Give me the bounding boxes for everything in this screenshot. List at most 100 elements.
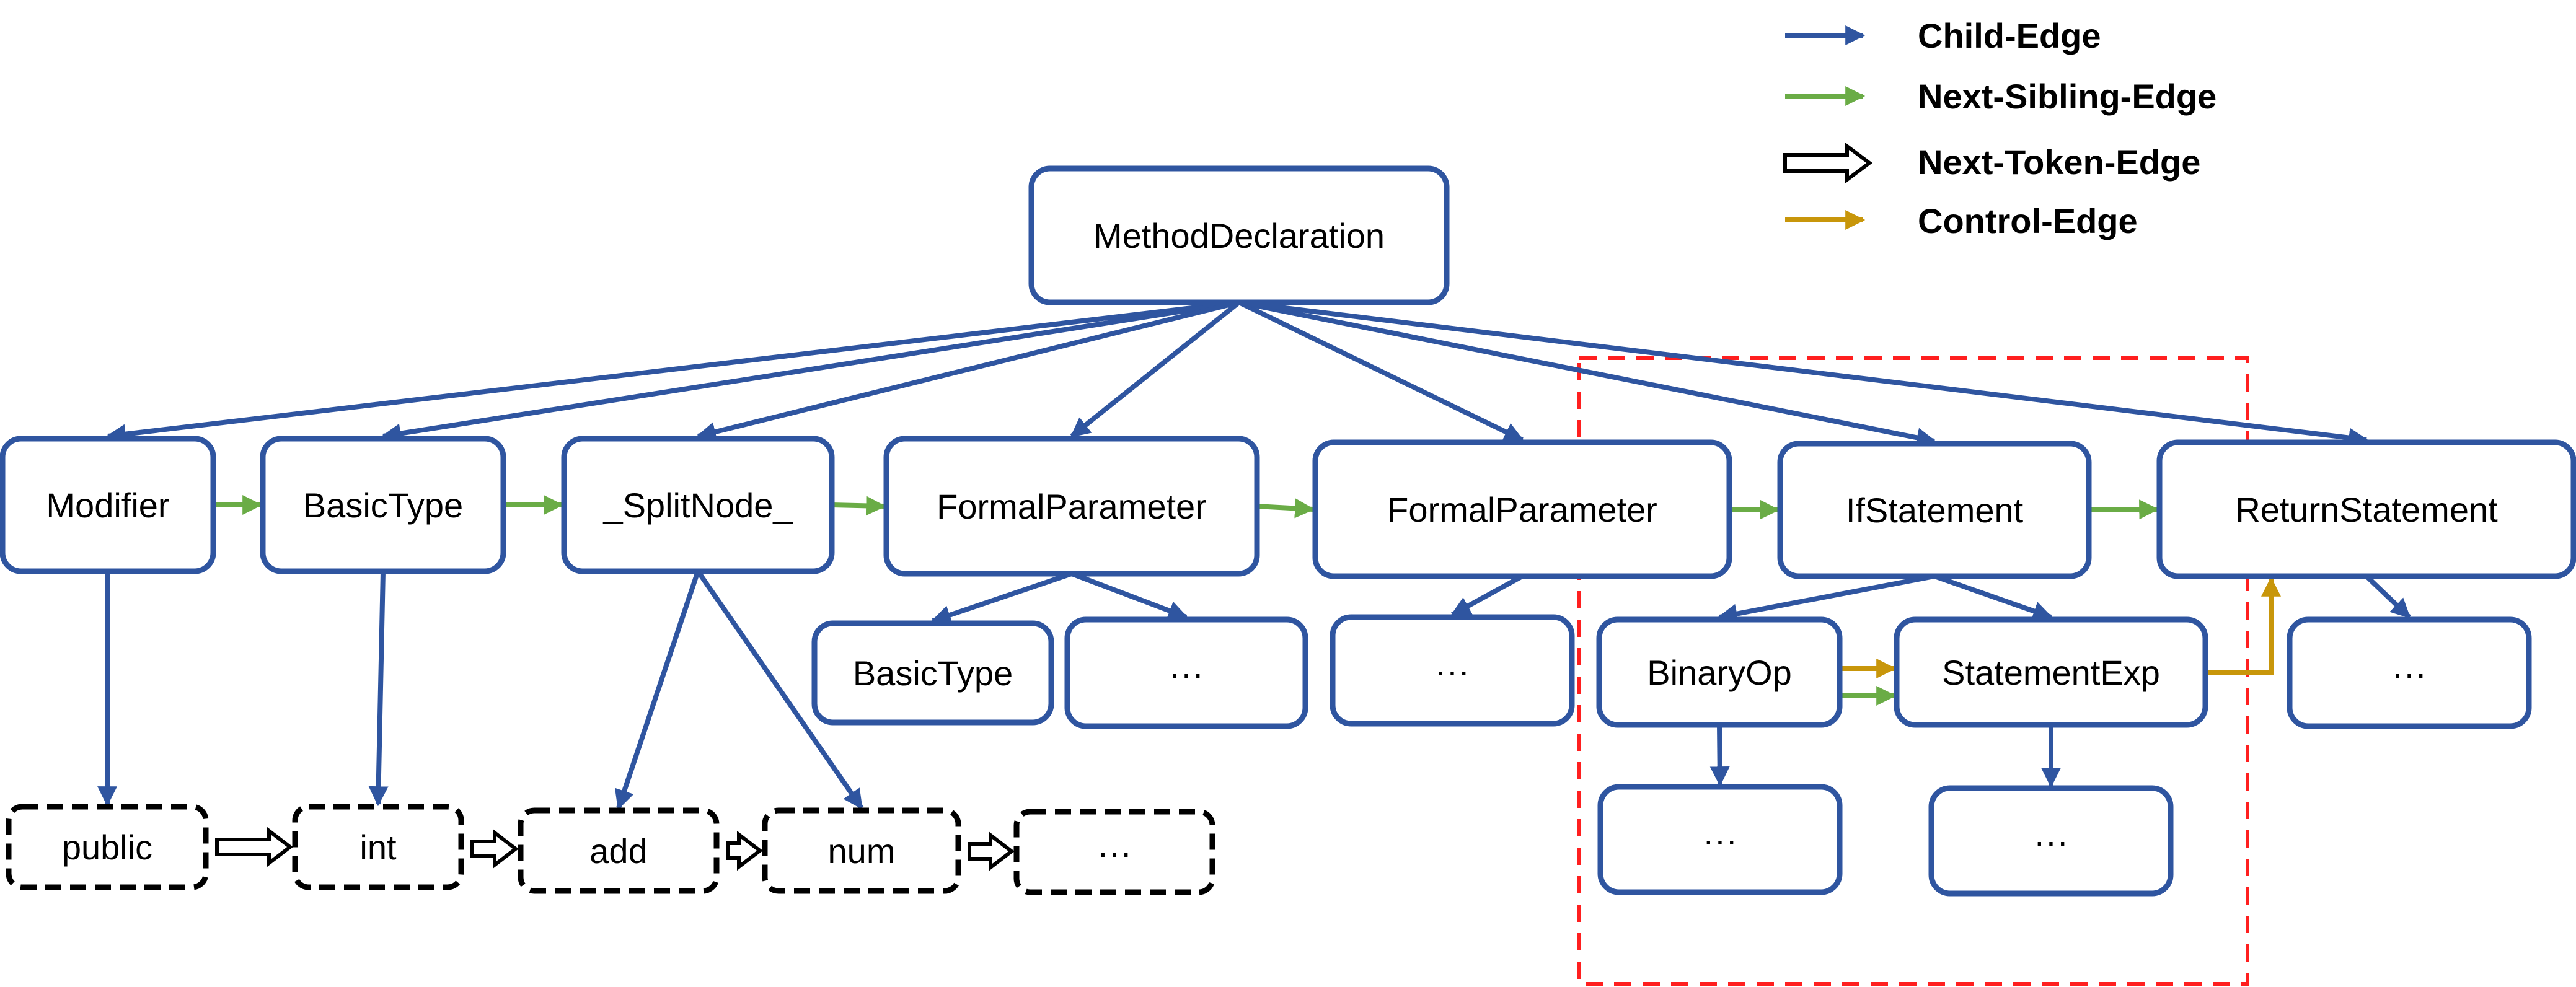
- ast-node-return-statement: ReturnStatement: [2156, 439, 2576, 579]
- next-token-edge: [470, 828, 519, 869]
- node-label: ···: [1703, 820, 1737, 859]
- next-token-edge: [215, 827, 293, 867]
- ast-node-split-node: _SplitNode_: [561, 436, 835, 574]
- next-sibling-edge: [2088, 499, 2159, 520]
- next-sibling-edge: [1256, 498, 1315, 519]
- legend-label: Next-Token-Edge: [1918, 143, 2200, 182]
- node-label: BasicType: [853, 654, 1013, 693]
- node-box: [811, 620, 1054, 726]
- next-sibling-edge: [1729, 499, 1780, 520]
- child-edge: [1070, 571, 1188, 620]
- token-node-token-public: public: [6, 804, 209, 890]
- node-box: [1064, 616, 1308, 729]
- legend: Child-Edge Next-Sibling-Edge Next-Token-…: [1783, 16, 2217, 240]
- ast-node-statement-exp: StatementExp: [1894, 616, 2208, 728]
- child-edge: [614, 570, 700, 810]
- node-label: ···: [2392, 654, 2427, 693]
- child-edge: [1238, 300, 1937, 448]
- node-label: Modifier: [46, 486, 169, 525]
- ast-node-binary-op-ellipsis: ···: [1597, 784, 1843, 895]
- legend-label: Child-Edge: [1918, 16, 2101, 55]
- next-token-edge: [726, 830, 763, 871]
- next-token-edge: [968, 831, 1015, 872]
- legend-item-next-sibling-edge: Next-Sibling-Edge: [1785, 77, 2217, 116]
- ast-node-fp1-ellipsis: ···: [1064, 616, 1308, 729]
- legend-label: Next-Sibling-Edge: [1918, 77, 2217, 116]
- node-label: MethodDeclaration: [1093, 216, 1385, 255]
- child-edge: [1709, 724, 1730, 787]
- edges: [97, 300, 2411, 872]
- token-node-token-ellipsis: ···: [1013, 809, 1215, 895]
- ast-node-if-statement: IfStatement: [1777, 441, 2092, 579]
- node-box: [6, 804, 209, 890]
- ast-node-basic-type: BasicType: [260, 436, 506, 574]
- node-label: num: [828, 831, 896, 871]
- token-node-token-add: add: [518, 807, 720, 894]
- ast-node-binary-op: BinaryOp: [1596, 616, 1843, 728]
- node-box: [1928, 785, 2174, 897]
- ast-node-fp1-basic-type: BasicType: [811, 620, 1054, 726]
- ast-node-modifier: Modifier: [0, 436, 216, 574]
- token-node-token-int: int: [292, 804, 464, 890]
- ast-node-formal-parameter-1: FormalParameter: [883, 436, 1260, 577]
- next-sibling-edge: [831, 496, 886, 516]
- ast-node-statement-exp-ellipsis: ···: [1928, 785, 2174, 897]
- node-label: public: [62, 828, 152, 867]
- node-label: FormalParameter: [937, 487, 1207, 526]
- node-box: [1013, 809, 1215, 895]
- child-edge: [368, 571, 389, 807]
- node-box: [2287, 616, 2532, 729]
- node-label: FormalParameter: [1387, 490, 1657, 529]
- child-edge: [695, 569, 864, 810]
- token-node-token-num: num: [762, 807, 961, 894]
- control-edge: [2205, 576, 2281, 675]
- legend-item-child-edge: Child-Edge: [1785, 16, 2101, 55]
- node-box: [561, 436, 835, 574]
- legend-label: Control-Edge: [1918, 201, 2138, 240]
- next-token-edge-swatch: [1783, 143, 1872, 183]
- node-label: StatementExp: [1942, 653, 2160, 692]
- ast-node-return-ellipsis: ···: [2287, 616, 2532, 729]
- node-box: [1597, 784, 1843, 895]
- node-box: [2156, 439, 2576, 579]
- node-label: int: [359, 828, 397, 867]
- node-label: ReturnStatement: [2235, 490, 2498, 529]
- child-edge: [1238, 300, 1524, 442]
- node-box: [1777, 441, 2092, 579]
- node-box: [1330, 614, 1575, 727]
- node-box: [292, 804, 464, 890]
- node-box: [1596, 616, 1843, 728]
- node-box: [1894, 616, 2208, 728]
- node-label: BinaryOp: [1647, 653, 1791, 692]
- child-edge: [1070, 300, 1241, 439]
- child-edge: [97, 571, 118, 807]
- node-box: [260, 436, 506, 574]
- node-label: BasicType: [303, 486, 463, 525]
- node-label: ···: [1097, 833, 1132, 872]
- child-edge: [1238, 300, 2369, 448]
- legend-item-control-edge: Control-Edge: [1785, 201, 2138, 240]
- child-edge: [1933, 574, 2053, 621]
- node-label: ···: [2034, 822, 2068, 861]
- node-box: [1312, 439, 1732, 579]
- child-edge: [105, 300, 1240, 444]
- ast-node-formal-parameter-2: FormalParameter: [1312, 439, 1732, 579]
- ast-node-method-declaration: MethodDeclaration: [1028, 165, 1450, 305]
- node-box: [883, 436, 1260, 577]
- legend-item-next-token-edge: Next-Token-Edge: [1783, 143, 2200, 183]
- child-edge: [1717, 574, 1935, 624]
- node-label: ···: [1169, 654, 1204, 693]
- child-edge: [930, 571, 1073, 625]
- child-edge: [695, 300, 1240, 442]
- node-label: ···: [1435, 651, 1470, 690]
- node-box: [518, 807, 720, 894]
- child-edge: [381, 300, 1240, 444]
- child-edge: [1450, 574, 1524, 617]
- node-label: _SplitNode_: [602, 486, 793, 525]
- ast-node-fp2-ellipsis: ···: [1330, 614, 1575, 727]
- node-box: [762, 807, 961, 894]
- node-box: [1028, 165, 1450, 305]
- node-label: IfStatement: [1846, 491, 2024, 530]
